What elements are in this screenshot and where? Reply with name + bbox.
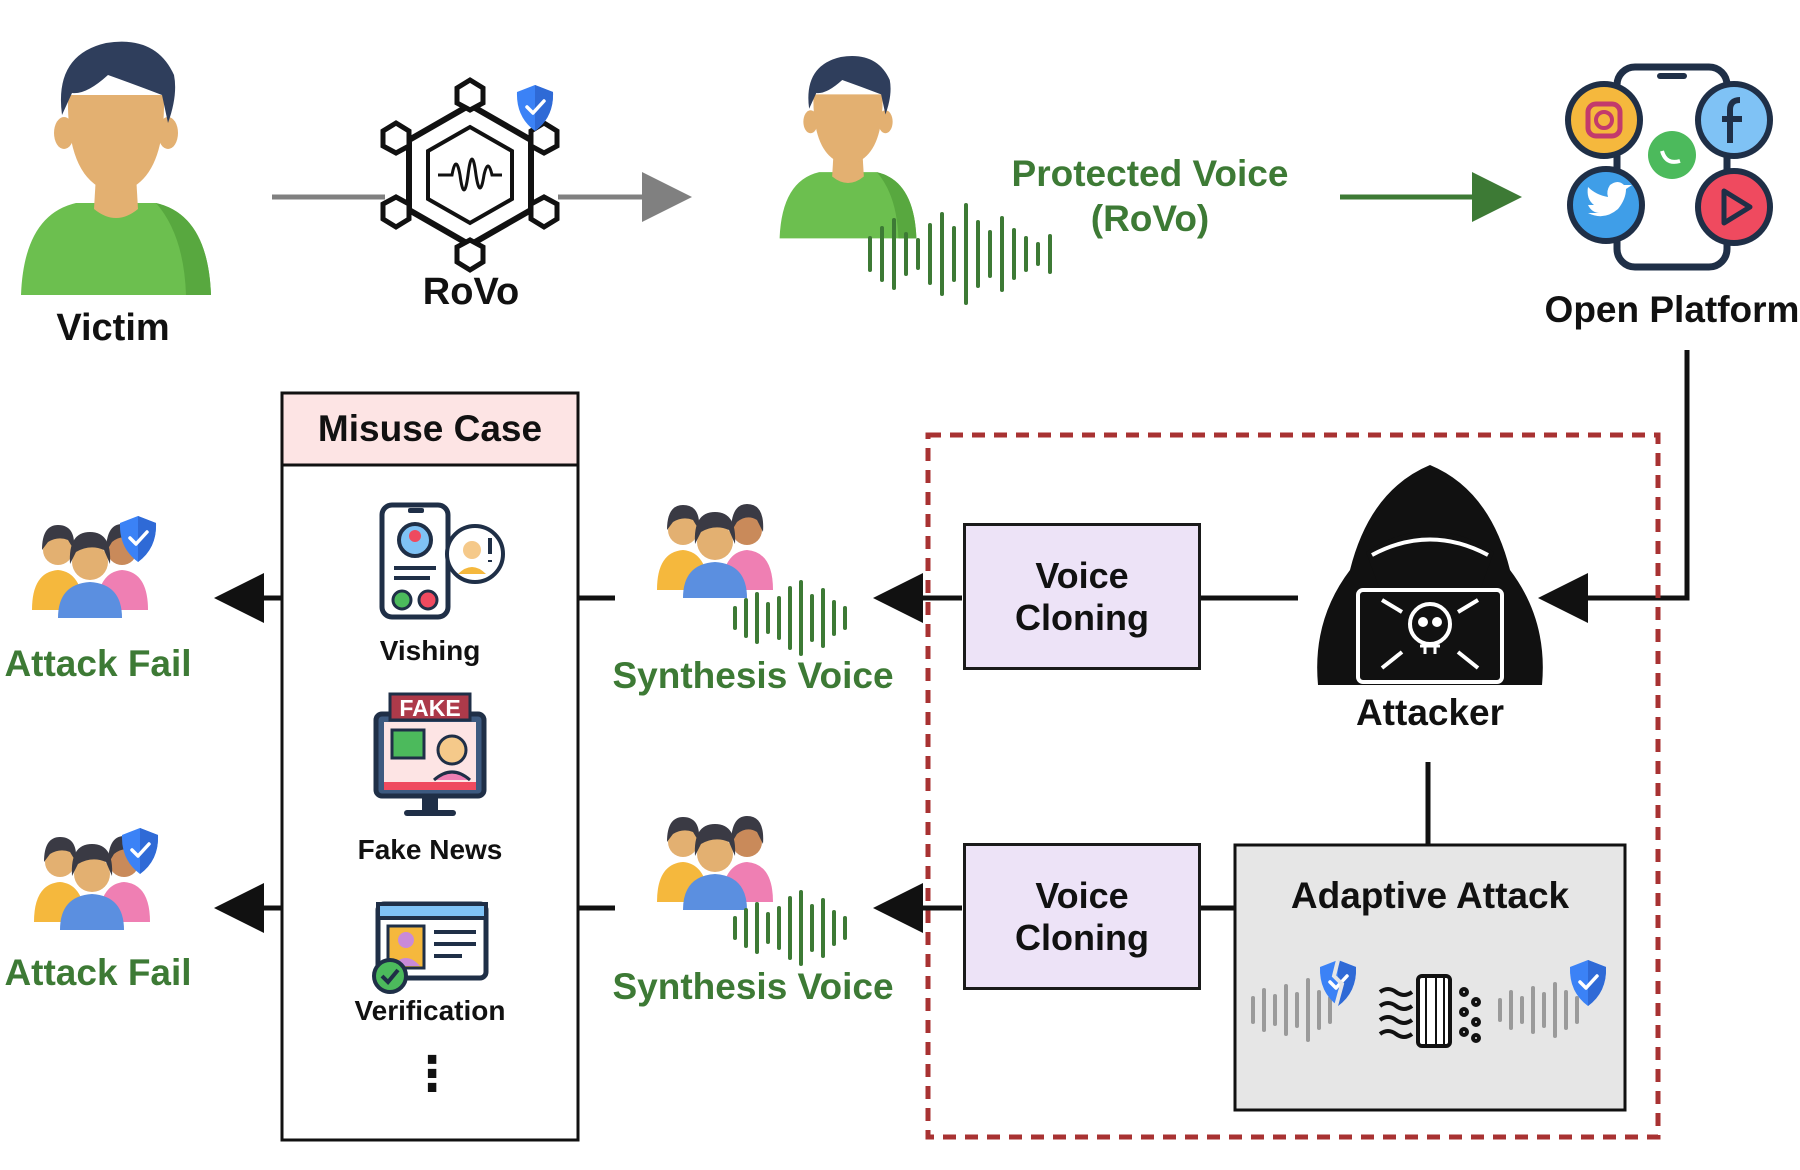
- attacker-region-border: [925, 432, 1661, 1140]
- synthesis-waveform-bottom-icon: [733, 890, 847, 966]
- broken-shield-icon: [1318, 958, 1358, 1008]
- arrow-platform-to-attacker: [1538, 350, 1690, 623]
- attack-fail-bottom-label: Attack Fail: [4, 952, 192, 993]
- adaptive-broken-shield-waveform-icon: [1251, 978, 1332, 1042]
- victim-label: Victim: [56, 307, 170, 349]
- fake-badge: [388, 692, 472, 722]
- synthesis-waveform-top-icon: [733, 580, 847, 656]
- misuse-item-verification: Verification: [354, 995, 506, 1026]
- protected-waveform-icon: [868, 203, 1052, 305]
- attack-fail-top-label: Attack Fail: [4, 643, 192, 684]
- voice-cloning-bottom-box: Voice Cloning: [963, 843, 1201, 990]
- attacker-hacker-icon: [1317, 465, 1543, 685]
- vishing-phone-icon: [379, 502, 505, 620]
- voice-cloning-bottom-label: Voice Cloning: [1015, 875, 1149, 958]
- purification-filter-icon: [1378, 974, 1481, 1048]
- protected-speaker-icon: [779, 56, 917, 239]
- synthesis-voice-bottom-label: Synthesis Voice: [612, 966, 894, 1007]
- protected-voice-label: Protected Voice: [1011, 153, 1289, 194]
- youtube-icon: [1695, 168, 1773, 246]
- twitter-icon: [1567, 166, 1645, 244]
- voice-cloning-top-label: Voice Cloning: [1015, 555, 1149, 638]
- rovo-network-icon: [380, 77, 560, 273]
- fake-news-monitor-icon: [373, 692, 487, 816]
- misuse-more-ellipsis: ⋮: [408, 1048, 456, 1101]
- misuse-case-title: Misuse Case: [317, 408, 543, 449]
- protected-voice-sublabel: (RoVo): [1090, 198, 1210, 239]
- rovo-label: RoVo: [422, 271, 520, 313]
- adaptive-attack-title: Adaptive Attack: [1290, 875, 1570, 916]
- voice-cloning-top-box: Voice Cloning: [963, 523, 1201, 670]
- adaptive-clean-waveform-icon: [1498, 982, 1579, 1038]
- instagram-icon: [1565, 81, 1643, 159]
- id-verification-icon: [372, 901, 489, 994]
- open-platform-phone-icon: [1565, 63, 1773, 271]
- synthesis-group-top-icon: [657, 504, 773, 598]
- open-platform-label: Open Platform: [1544, 289, 1800, 330]
- attacker-label: Attacker: [1355, 692, 1505, 733]
- misuse-item-fake-news: Fake News: [357, 834, 503, 865]
- misuse-case-header: [280, 391, 580, 467]
- synthesis-voice-top-label: Synthesis Voice: [612, 655, 894, 696]
- misuse-item-vishing: Vishing: [379, 635, 481, 666]
- victim-avatar-icon: [21, 41, 211, 295]
- fake-news-badge-text: FAKE: [399, 695, 461, 721]
- synthesis-group-bottom-icon: [657, 816, 773, 910]
- facebook-icon: [1695, 81, 1773, 159]
